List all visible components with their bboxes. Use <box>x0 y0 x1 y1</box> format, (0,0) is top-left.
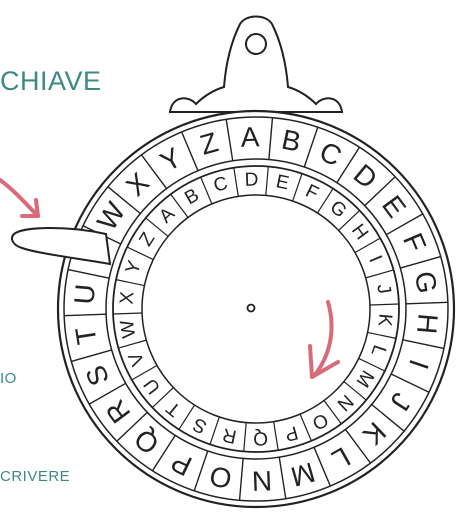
arrow-to-pointer <box>0 180 38 216</box>
inner-ring-letter-x: X <box>116 290 138 305</box>
io-label-fragment: IO <box>0 370 17 387</box>
wheel-hanger <box>170 17 342 113</box>
outer-ring-letter-n: N <box>251 465 272 497</box>
inner-ring-letter-q: Q <box>253 427 269 449</box>
pointer-tab[interactable] <box>12 228 110 264</box>
inner-ring-letter-k: K <box>373 313 395 328</box>
outer-ring-letter-u: U <box>68 283 101 306</box>
key-label: CHIAVE <box>0 66 102 97</box>
outer-ring-letter-h: H <box>411 312 444 335</box>
inner-ring-letter-d: D <box>244 169 258 190</box>
outer-ring-letter-a: A <box>240 121 260 153</box>
inner-ring-letter-w: W <box>117 318 141 339</box>
write-label: CRIVERE <box>0 468 70 485</box>
center-pin <box>248 305 255 312</box>
